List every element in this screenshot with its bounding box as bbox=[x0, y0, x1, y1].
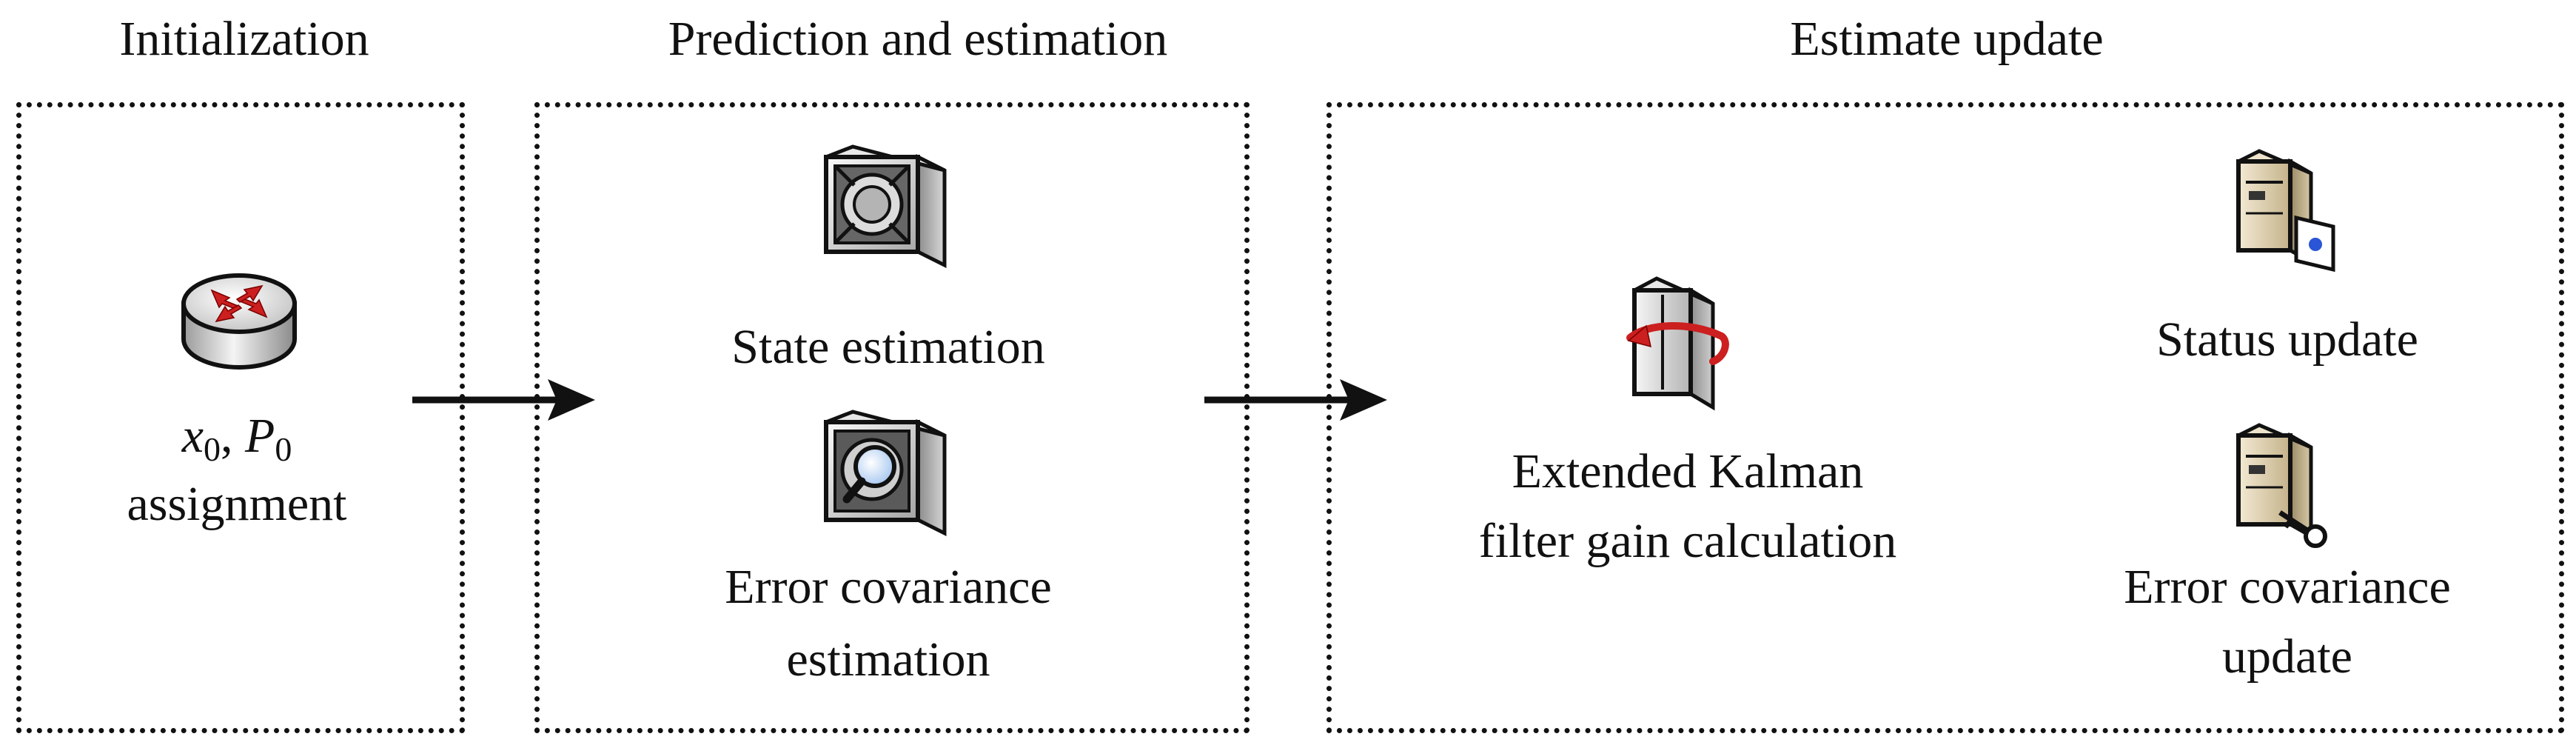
server-screen-icon bbox=[2236, 149, 2335, 273]
router-icon bbox=[181, 273, 297, 370]
magnifier-box-icon bbox=[824, 410, 947, 537]
arrow-init-to-predict bbox=[412, 379, 595, 421]
server-key-icon bbox=[2236, 423, 2327, 548]
initialization-box bbox=[16, 102, 465, 733]
covariance-subscript: 0 bbox=[275, 430, 292, 468]
fan-box-icon bbox=[824, 144, 947, 269]
error-cov-estimation-label-line1: Error covariance bbox=[725, 560, 1052, 614]
prediction-box bbox=[534, 102, 1250, 733]
initial-values-label: x0, P0 bbox=[59, 406, 415, 480]
state-subscript: 0 bbox=[203, 430, 221, 468]
kalman-gain-label-line1: Extended Kalman bbox=[1512, 444, 1864, 498]
stage-title-initialization: Initialization bbox=[119, 12, 369, 66]
error-cov-estimation-label-line2: estimation bbox=[786, 632, 990, 687]
assignment-label: assignment bbox=[127, 477, 347, 531]
label-separator: , bbox=[220, 409, 245, 463]
estimate-update-box bbox=[1326, 102, 2564, 733]
stage-title-estimate-update: Estimate update bbox=[1790, 12, 2104, 66]
rack-sync-icon bbox=[1626, 276, 1729, 411]
kalman-gain-label-line2: filter gain calculation bbox=[1478, 514, 1897, 568]
state-symbol: x bbox=[181, 409, 204, 463]
status-update-label: Status update bbox=[2156, 313, 2418, 367]
covariance-symbol: P bbox=[244, 409, 275, 463]
state-estimation-label: State estimation bbox=[731, 320, 1045, 374]
stage-title-prediction: Prediction and estimation bbox=[668, 12, 1168, 66]
arrow-predict-to-update bbox=[1204, 379, 1387, 421]
error-cov-update-label-line2: update bbox=[2222, 630, 2352, 684]
error-cov-update-label-line1: Error covariance bbox=[2124, 560, 2451, 614]
